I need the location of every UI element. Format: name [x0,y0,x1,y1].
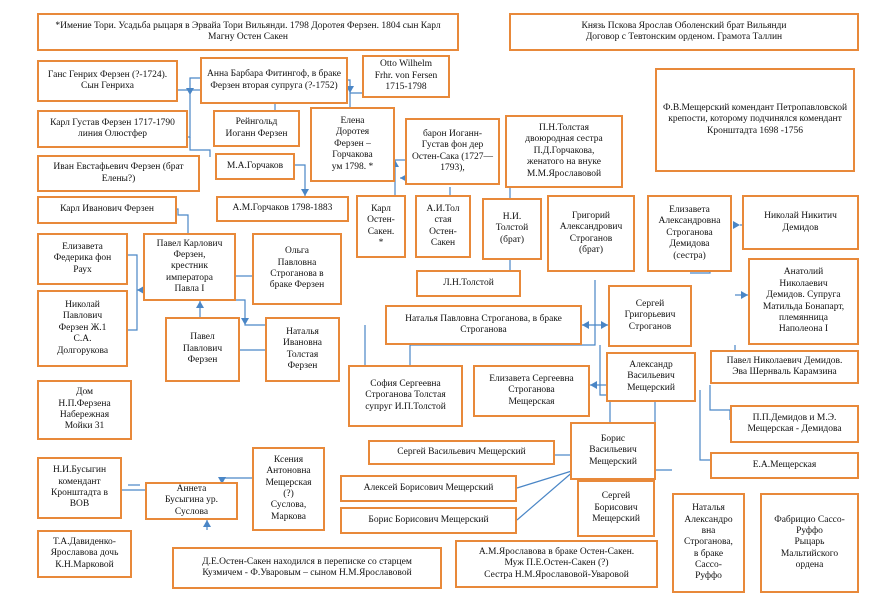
person-elizaveta-stroganova-meshcherskaya: Елизавета Сергеевна Строганова Мещерская [473,365,590,417]
arrow-head [301,189,309,196]
person-a-m-gorchakov: А.М.Горчаков 1798-1883 [216,196,349,222]
arrow-head [582,321,589,329]
person-t-a-davidenko-yaroslavova: Т.А.Давиденко- Ярославова дочь К.Н.Марко… [37,530,132,578]
person-anneta-busygina: Аннета Бусыгина ур. Суслова [145,482,238,520]
estate-tori-note: *Имение Тори. Усадьба рыцаря в Эрвайа То… [37,13,459,51]
connector [236,299,265,326]
person-ksenia-meshcherskaya: Ксения Антоновна Мещерская (?) Суслова, … [252,447,325,531]
house-fersen-moika: Дом Н.П.Ферзена Набережная Мойки 31 [37,380,132,440]
person-elizaveta-stroganova-demidova: Елизавета Александровна Строганова Демид… [647,195,732,272]
person-alexei-meshchersky: Алексей Борисович Мещерский [340,475,517,502]
person-natalya-tolstaya-fersen: Наталья Ивановна Толстая Ферзен [265,317,340,382]
person-sofia-stroganova-tolstaya: София Сергеевна Строганова Толстая супру… [348,365,463,427]
arrow-head [601,321,608,329]
person-natalya-stroganova-sasso-ruffo: Наталья Александро вна Строганова, в бра… [672,493,745,593]
arrow-head [590,381,597,389]
person-m-a-gorchakov: М.А.Горчаков [215,153,295,180]
person-f-v-meshchersky: Ф.В.Мещерский комендант Петропавловской … [655,68,855,172]
person-pavel-karlovich-fersen: Павел Карлович Ферзен, крестник императо… [143,233,236,301]
person-n-i-tolstoy: Н.И. Толстой (брат) [482,198,542,260]
person-sergei-stroganov: Сергей Григорьевич Строганов [608,285,692,347]
arrow-head [741,291,748,299]
person-hans-heinrich-fersen: Ганс Генрих Ферзен (?-1724). Сын Генриха [37,60,178,102]
person-natalya-pavlovna-stroganova: Наталья Павловна Строганова, в браке Стр… [385,305,582,345]
arrow-head [137,286,144,294]
person-elizaveta-federika-raukh: Елизавета Федерика фон Раух [37,233,128,285]
person-ivan-fersen: Иван Евстафьевич Ферзен (брат Елены?) [37,155,200,192]
connector [699,390,710,461]
person-baron-osten-sacken: барон Иоганн-Густав фон дер Остен-Сака (… [405,118,500,185]
person-fabrizio-sasso-ruffo: Фабрицио Сассо- Руффо Рыцарь Мальтийског… [760,493,859,593]
note-osten-sacken-correspondence: Д.Е.Остен-Сакен находился в переписке со… [172,547,442,589]
person-reinhold-johann-fersen: Рейнгольд Иоганн Ферзен [213,110,300,147]
pskov-prince-note: Князь Пскова Ярослав Оболенский брат Вил… [509,13,859,51]
person-otto-wilhelm-fersen: Otto Wilhelm Frhr. von Fersen 1715-1798 [362,55,450,98]
person-sergei-borisovich-meshchersky: Сергей Борисович Мещерский [577,480,655,537]
connector [189,137,211,157]
person-p-p-demidov: П.П.Демидов и М.Э. Мещерская - Демидова [730,405,859,443]
connector [516,469,576,521]
person-anna-barbara-fitinghof: Анна Барбара Фитингоф, в браке Ферзен вт… [200,57,348,104]
connector [409,280,596,365]
person-olga-stroganova-fersen: Ольга Павловна Строганова в браке Ферзен [252,233,342,305]
person-nikolai-demidov: Николай Никитич Демидов [742,195,859,250]
person-anatoly-demidov: Анатолий Николаевич Демидов. Супруга Мат… [748,258,859,345]
person-pavel-pavlovich-fersen: Павел Павлович Ферзен [165,317,240,382]
person-p-n-tolstaya: П.Н.Толстая двоюродная сестра П.Д.Горчак… [505,115,623,188]
person-boris-borisovich-meshchersky: Борис Борисович Мещерский [340,507,517,534]
person-alexander-meshchersky: Александр Васильевич Мещерский [606,352,696,402]
person-boris-vasilievich-meshchersky: Борис Васильевич Мещерский [570,422,656,480]
arrow-head [203,520,211,527]
person-n-i-busygin: Н.И.Бусыгин комендант Кронштадта в ВОВ [37,457,122,519]
person-grigory-stroganov: Григорий Александрович Строганов (брат) [547,195,635,272]
connector [128,254,138,331]
person-karl-gustav-fersen: Карл Густав Ферзен 1717-1790 линия Олюст… [37,110,188,148]
person-sergei-vasilievich-meshchersky: Сергей Васильевич Мещерский [368,440,555,465]
arrow-head [241,318,249,325]
person-a-i-tolstaya: А.И.Тол стая Остен- Сакен [415,195,471,258]
note-a-m-yaroslavova: А.М.Ярославова в браке Остен-Сакен. Муж … [455,540,658,588]
person-nikolai-pavlovich-fersen: Николай Павлович Ферзен Ж.1 С.А. Долгору… [37,290,128,367]
connector [292,164,306,196]
arrow-head [346,86,354,93]
connector [709,385,731,420]
person-elena-dorothea-fersen: Елена Доротея Ферзен – Горчакова ум 1798… [310,107,395,182]
arrow-head [196,301,204,308]
arrow-head [218,477,226,484]
person-l-n-tolstoy: Л.Н.Толстой [416,270,521,297]
person-e-a-meshcherskaya: Е.А.Мещерская [710,452,859,479]
arrow-head [733,221,740,229]
arrow-head [186,88,194,95]
person-karl-ivanovich-fersen: Карл Иванович Ферзен [37,196,177,224]
connector [516,469,576,489]
person-karl-osten-sacken: Карл Остен- Сакен. * [356,195,406,258]
connector [189,77,200,90]
person-pavel-demidov: Павел Николаевич Демидов. Эва Шернваль К… [710,350,859,384]
